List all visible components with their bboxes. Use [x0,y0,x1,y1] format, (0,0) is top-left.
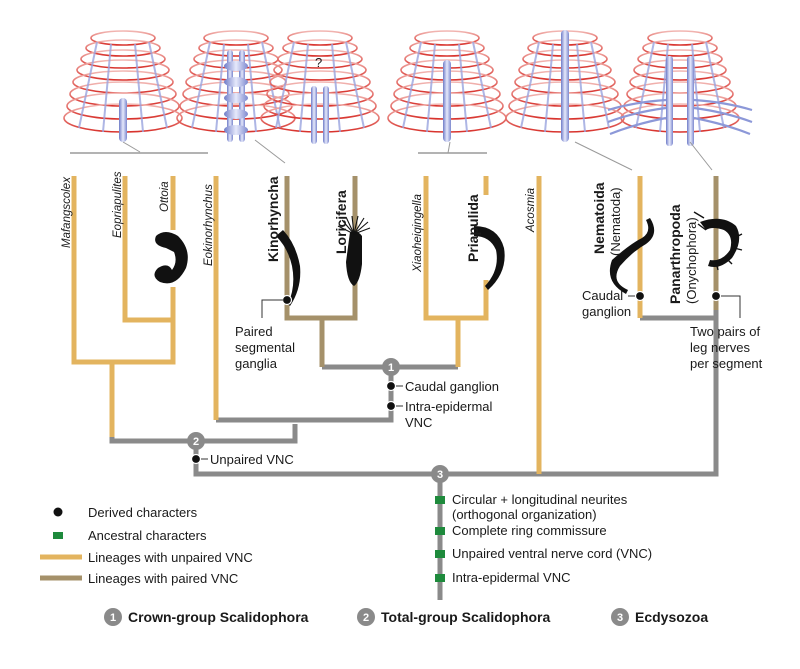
taxon-nematoida: Nematoida [591,182,607,254]
taxon-nematoda: (Nematoda) [608,187,623,256]
nerve-schematic-6 [607,30,753,146]
nerve-schematic-2 [176,30,296,142]
key-1-number: 1 [110,612,116,624]
intraepidermal-label-1: Intra-epidermal [405,399,493,414]
leg-nerves-line1: Two pairs of [690,324,760,339]
kinorhyncha-silhouette [276,230,301,306]
loricifera-silhouette [337,215,371,286]
ottoia-silhouette [154,232,188,284]
character-unpaired-vnc: Unpaired ventral nerve cord (VNC) [452,546,652,561]
caudal-ganglion-nematoida-1: Caudal [582,288,623,303]
priapulida-silhouette [474,226,505,290]
derived-markers [190,290,722,465]
taxon-acosmia: Acosmia [525,188,537,233]
paired-ganglia-line3: ganglia [235,356,278,371]
taxon-labels: Mafangscolex Eopriapulites Ottoia Eokino… [61,171,699,304]
schematic-leaders [122,139,713,171]
legend-paired-label: Lineages with paired VNC [88,571,238,586]
unknown-mark: ? [315,55,322,70]
taxon-panarthropoda: Panarthropoda [667,204,683,304]
character-orthogonal-2: (orthogonal organization) [452,507,597,522]
taxon-ottoia: Ottoia [159,181,171,212]
caudal-ganglion-nematoida-2: ganglion [582,304,631,319]
caudal-ganglion-label: Caudal ganglion [405,379,499,394]
intraepidermal-label-2: VNC [405,415,432,430]
taxon-eokinorhynchus: Eokinorhynchus [203,184,215,266]
nematoida-silhouette [609,218,655,294]
legend-ancestral-label: Ancestral characters [88,528,207,543]
ancestral-markers [435,496,445,582]
character-ring-commissure: Complete ring commissure [452,523,607,538]
leg-nerves-line2: leg nerves [690,340,750,355]
unpaired-vnc-label: Unpaired VNC [210,452,294,467]
nerve-schematic-5 [505,30,625,142]
legend-derived-label: Derived characters [88,505,198,520]
key-2-number: 2 [363,612,369,624]
paired-ganglia-line2: segmental [235,340,295,355]
node-2-number: 2 [193,436,199,448]
leg-nerves-line3: per segment [690,356,763,371]
node-1-number: 1 [388,362,394,374]
key-2-label: Total-group Scalidophora [381,609,551,625]
key-1-label: Crown-group Scalidophora [128,609,309,625]
character-intraepidermal: Intra-epidermal VNC [452,570,571,585]
annotation-leaders [201,295,741,460]
nerve-schematic-1 [63,30,183,142]
legend-ancestral-swatch [53,532,63,539]
taxon-onychophora: (Onychophora) [684,217,699,304]
nerve-schematic-3: ? [260,30,380,144]
silhouettes [154,211,743,306]
legend: Derived characters Ancestral characters … [40,505,253,586]
node-key: 1 Crown-group Scalidophora 2 Total-group… [104,608,708,626]
key-3-label: Ecdysozoa [635,609,708,625]
paired-ganglia-line1: Paired [235,324,273,339]
onychophora-silhouette [693,211,743,271]
node-circles: 1 2 3 [187,358,449,483]
taxon-kinorhyncha: Kinorhyncha [265,176,281,262]
taxon-loricifera: Loricifera [333,190,349,254]
taxon-priapulida: Priapulida [465,194,481,262]
unpaired-lineages [71,176,643,474]
nerve-schematic-4 [387,30,507,142]
taxon-xiaoheiqingella: Xiaoheiqingella [412,194,424,273]
key-3-number: 3 [617,612,623,624]
legend-unpaired-label: Lineages with unpaired VNC [88,550,253,565]
annotations: Paired segmental ganglia Caudal ganglion… [210,288,763,585]
taxon-eopriapulites: Eopriapulites [112,171,124,238]
legend-derived-swatch [53,507,63,517]
taxon-mafangscolex: Mafangscolex [61,176,73,248]
node-3-number: 3 [437,469,443,481]
character-orthogonal-1: Circular + longitudinal neurites [452,492,628,507]
